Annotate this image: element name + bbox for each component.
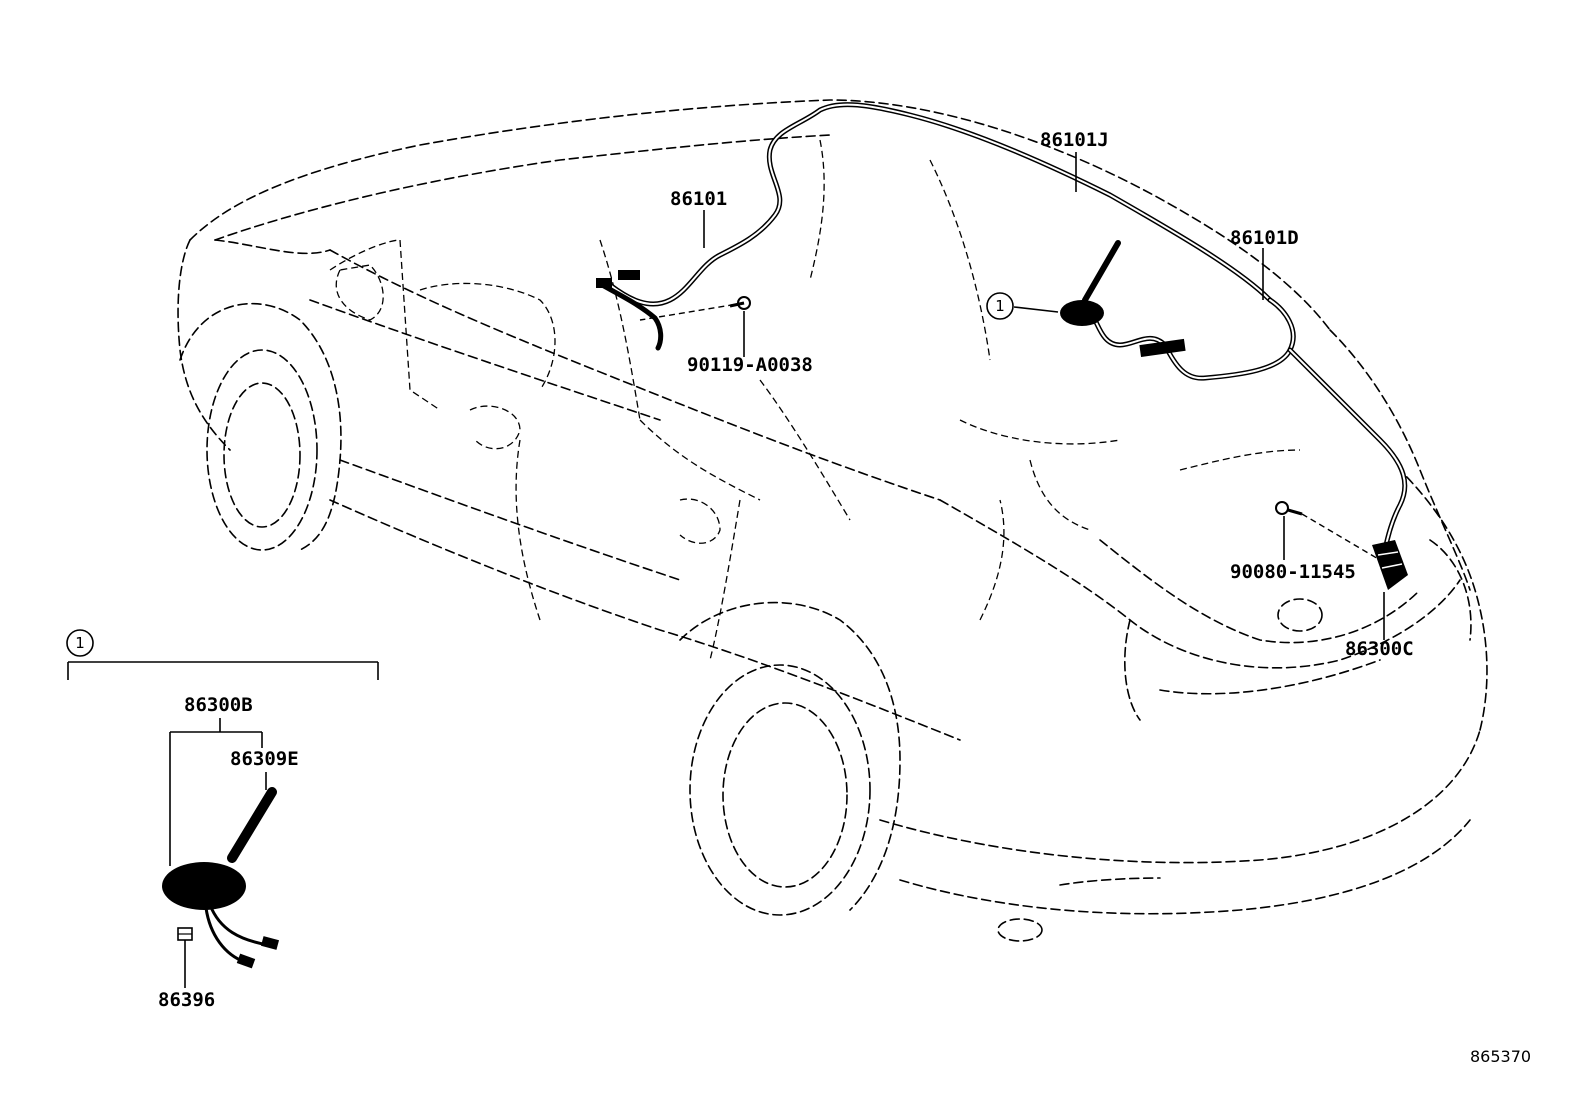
antenna-base-86300B: [162, 862, 280, 969]
antenna-detail-inset: 1 86300B 86309E 86396: [66, 629, 379, 1011]
roof-antenna-on-vehicle: [1060, 240, 1186, 358]
label-86101: 86101: [670, 188, 727, 210]
label-86300C: 86300C: [1345, 638, 1414, 660]
leader-lines: [639, 152, 1385, 640]
inset-callout-number: 1: [75, 634, 85, 652]
label-90119-A0038: 90119-A0038: [687, 354, 813, 376]
label-86300B: 86300B: [184, 694, 253, 716]
label-86101J: 86101J: [1040, 129, 1109, 151]
nut-86396: [177, 927, 193, 988]
label-90080-11545: 90080-11545: [1230, 561, 1356, 583]
bolt-90080: [1275, 501, 1303, 516]
callout-number: 1: [995, 297, 1005, 315]
vehicle-part-labels: 86101 86101J 86101D 90119-A0038 90080-11…: [670, 129, 1414, 660]
antenna-rod-86309E: [227, 787, 277, 863]
vehicle-outline: [177, 99, 1488, 942]
label-86101D: 86101D: [1230, 227, 1299, 249]
label-86309E: 86309E: [230, 748, 299, 770]
figure-reference-number: 865370: [1470, 1047, 1531, 1066]
label-86396: 86396: [158, 989, 215, 1011]
antenna-cord-harness: [596, 102, 1408, 590]
callout-marker-vehicle: 1: [986, 292, 1014, 320]
